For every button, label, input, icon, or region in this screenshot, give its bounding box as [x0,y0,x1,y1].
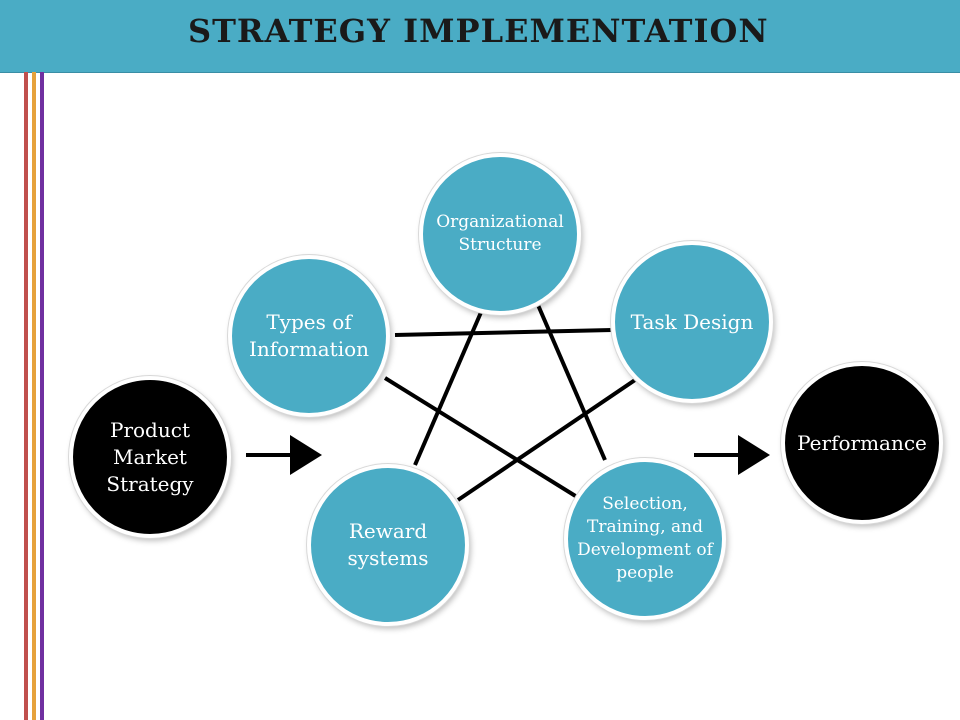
node-label: Organizational Structure [436,212,564,255]
title-bar [0,0,960,73]
star-line [456,378,637,502]
node-types-of-information: Types of Information [228,255,390,417]
node-product-market-strategy: Product Market Strategy [69,376,231,538]
slide-title: STRATEGY IMPLEMENTATION [188,12,769,50]
accent-stripe-purple [40,72,44,720]
accent-stripe-red [24,72,28,720]
accent-stripe-orange [32,72,36,720]
star-line [394,328,613,337]
node-label: Types of Information [248,310,370,361]
star-line [383,376,592,507]
node-label: Performance [797,430,927,455]
node-reward-systems: Reward systems [307,464,469,626]
node-performance: Performance [781,362,943,524]
node-task-design: Task Design [611,241,773,403]
node-label: Reward systems [347,519,429,570]
node-label: Task Design [630,309,754,334]
node-label: Selection, Training, and Development of … [577,494,713,583]
node-selection-training-development: Selection, Training, and Development of … [564,458,726,620]
node-organizational-structure: Organizational Structure [419,153,581,315]
node-label: Product Market Strategy [106,417,194,496]
star-line [413,309,484,466]
